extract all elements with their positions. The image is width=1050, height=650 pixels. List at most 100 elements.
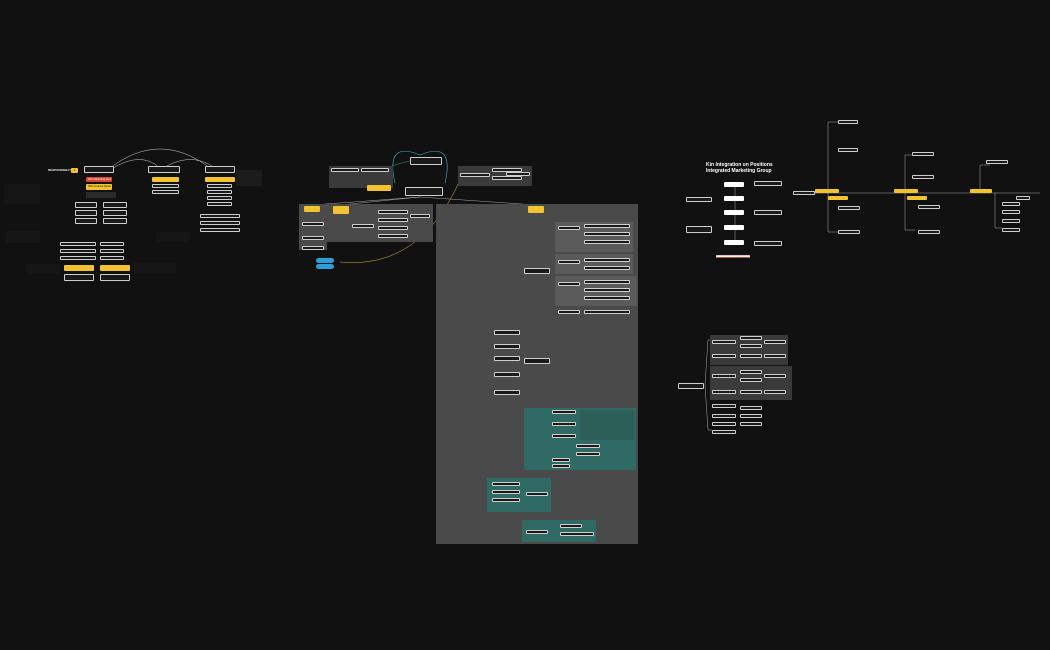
leaf-node[interactable] [361, 168, 389, 172]
white-node[interactable] [724, 196, 744, 201]
leaf-node[interactable] [740, 422, 762, 426]
leaf-node[interactable] [740, 370, 762, 374]
leaf-node[interactable] [764, 354, 786, 358]
leaf-node[interactable] [100, 274, 130, 281]
leaf-node[interactable] [207, 202, 232, 206]
leaf-node[interactable] [740, 336, 762, 340]
leaf-node[interactable] [740, 406, 762, 410]
leaf-node[interactable] [712, 354, 736, 358]
leaf-node[interactable] [552, 458, 570, 462]
leaf-node[interactable] [200, 214, 240, 218]
leaf-node[interactable] [754, 241, 782, 246]
leaf-node[interactable] [378, 226, 408, 230]
leaf-node[interactable] [584, 280, 630, 284]
leaf-node[interactable] [576, 452, 600, 456]
leaf-node[interactable] [740, 414, 762, 418]
leaf-node[interactable] [558, 260, 580, 264]
leaf-node[interactable] [838, 230, 860, 234]
leaf-node[interactable] [64, 274, 94, 281]
hub-node[interactable] [524, 358, 550, 364]
leaf-node[interactable] [584, 288, 630, 292]
leaf-node[interactable] [103, 202, 127, 208]
yellow-node[interactable] [894, 189, 918, 193]
root-node[interactable] [793, 191, 815, 195]
leaf-node[interactable] [494, 356, 520, 361]
leaf-node[interactable] [912, 152, 934, 156]
yellow-node[interactable] [367, 185, 391, 191]
leaf-node[interactable] [584, 224, 630, 228]
root-node[interactable] [678, 383, 704, 389]
leaf-node[interactable] [764, 390, 786, 394]
leaf-node[interactable] [492, 490, 520, 494]
leaf-node[interactable] [494, 390, 520, 395]
leaf-node[interactable] [152, 184, 179, 188]
leaf-node[interactable] [712, 390, 736, 394]
leaf-node[interactable] [492, 168, 522, 172]
blue-node[interactable] [316, 258, 334, 263]
leaf-node[interactable] [75, 218, 97, 224]
leaf-node[interactable] [100, 242, 124, 246]
white-node[interactable] [724, 182, 744, 187]
leaf-node[interactable] [152, 190, 179, 194]
leaf-node[interactable] [918, 205, 940, 209]
leaf-node[interactable] [558, 226, 580, 230]
leaf-node[interactable] [740, 354, 762, 358]
leaf-node[interactable] [378, 218, 408, 222]
root-badge[interactable]: 1 [71, 168, 78, 173]
leaf-node[interactable] [584, 296, 630, 300]
leaf-node[interactable] [494, 330, 520, 335]
leaf-node[interactable] [60, 249, 96, 253]
leaf-node[interactable] [558, 310, 580, 314]
leaf-node[interactable] [200, 221, 240, 225]
leaf-node[interactable] [331, 168, 359, 172]
leaf-node[interactable] [100, 249, 124, 253]
leaf-node[interactable] [686, 197, 712, 202]
leaf-node[interactable] [1016, 196, 1030, 200]
leaf-node[interactable] [686, 226, 712, 233]
leaf-node[interactable] [494, 372, 520, 377]
leaf-node[interactable] [986, 160, 1008, 164]
leaf-node[interactable] [584, 266, 630, 270]
leaf-node[interactable] [560, 532, 594, 536]
leaf-node[interactable] [378, 234, 408, 238]
yellow-node[interactable] [64, 265, 94, 271]
leaf-node[interactable] [75, 210, 97, 216]
leaf-node[interactable] [526, 530, 548, 534]
white-node[interactable] [724, 225, 744, 230]
leaf-node[interactable] [552, 422, 576, 426]
leaf-node[interactable] [584, 310, 630, 314]
leaf-node[interactable] [584, 232, 630, 236]
yellow-node[interactable] [152, 177, 179, 182]
leaf-node[interactable] [302, 222, 324, 226]
branch-node[interactable] [84, 166, 114, 173]
leaf-node[interactable] [1002, 219, 1020, 223]
leaf-node[interactable] [378, 210, 408, 214]
leaf-node[interactable] [207, 190, 232, 194]
yellow-node[interactable] [828, 196, 848, 200]
blue-node[interactable] [316, 264, 334, 269]
leaf-node[interactable] [558, 282, 580, 286]
leaf-node[interactable] [712, 422, 736, 426]
leaf-node[interactable] [712, 374, 736, 378]
leaf-node[interactable] [560, 524, 582, 528]
leaf-node[interactable] [492, 176, 522, 180]
white-node[interactable] [724, 240, 744, 245]
leaf-node[interactable] [754, 210, 782, 215]
leaf-node[interactable] [1002, 202, 1020, 206]
leaf-node[interactable] [740, 390, 762, 394]
yellow-tag[interactable] [333, 206, 349, 214]
leaf-node[interactable] [584, 240, 630, 244]
leaf-node[interactable] [494, 344, 520, 349]
leaf-node[interactable] [712, 414, 736, 418]
leaf-node[interactable] [302, 246, 324, 250]
leaf-node[interactable] [302, 236, 324, 240]
leaf-node[interactable] [740, 344, 762, 348]
yellow-node[interactable] [815, 189, 839, 193]
leaf-node[interactable] [584, 258, 630, 262]
leaf-node[interactable] [576, 444, 600, 448]
yellow-node[interactable] [907, 196, 927, 200]
leaf-node[interactable] [1002, 228, 1020, 232]
leaf-node[interactable] [60, 256, 96, 260]
white-node[interactable] [724, 210, 744, 215]
leaf-node[interactable] [207, 196, 232, 200]
